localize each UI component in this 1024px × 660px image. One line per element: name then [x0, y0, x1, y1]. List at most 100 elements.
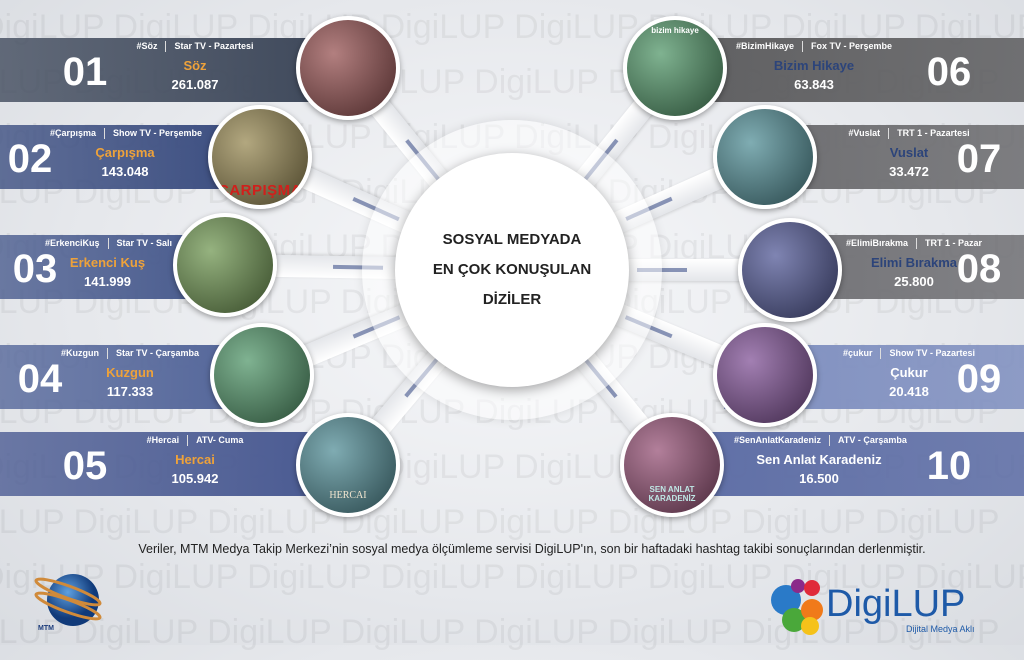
- rank-number: 04: [17, 357, 63, 401]
- mention-count: 141.999: [84, 274, 131, 289]
- mention-count: 20.418: [889, 384, 929, 399]
- show-title: Erkenci Kuş: [69, 255, 146, 270]
- rank-number: 02: [7, 137, 53, 181]
- show-meta: #Çarpışma Show TV - Perşembe: [50, 127, 203, 140]
- channel-day: ATV- Cuma: [196, 435, 244, 445]
- rank-number: 08: [956, 247, 1002, 291]
- mtm-logo: MTM: [34, 574, 102, 632]
- show-poster[interactable]: [296, 16, 400, 120]
- show-meta: #Hercai ATV- Cuma: [110, 434, 280, 447]
- mention-count: 33.472: [889, 164, 929, 179]
- show-meta: #ElimiBırakma TRT 1 - Pazar: [814, 237, 1014, 250]
- show-poster[interactable]: bizim hikaye: [623, 16, 727, 120]
- show-title: Kuzgun: [106, 365, 154, 380]
- digilup-tagline: Dijital Medya Aklı: [906, 624, 975, 634]
- show-poster[interactable]: ÇARPIŞMA: [208, 105, 312, 209]
- separator: [165, 41, 167, 53]
- show-title: Hercai: [175, 452, 215, 467]
- show-title: Çukur: [890, 365, 928, 380]
- show-title: Vuslat: [889, 145, 929, 160]
- hashtag: #Vuslat: [848, 128, 881, 138]
- show-poster[interactable]: [210, 323, 314, 427]
- channel-day: ATV - Çarşamba: [838, 435, 907, 445]
- channel-day: Star TV - Pazartesi: [174, 41, 254, 51]
- show-title: Çarpışma: [95, 145, 155, 160]
- mtm-logo-text: MTM: [38, 625, 54, 632]
- poster-title-text: HERCAI: [329, 490, 367, 501]
- separator: [107, 238, 109, 250]
- show-title: Söz: [183, 58, 207, 73]
- hashtag: #SenAnlatKaradeniz: [734, 435, 822, 445]
- show-poster[interactable]: HERCAI: [296, 413, 400, 517]
- separator: [187, 435, 189, 447]
- show-meta: #ErkenciKuş Star TV - Salı: [45, 237, 173, 250]
- mention-count: 16.500: [799, 471, 839, 486]
- mention-count: 143.048: [101, 164, 149, 179]
- mention-count: 117.333: [106, 384, 154, 399]
- hashtag: #Söz: [136, 41, 158, 51]
- hashtag: #ElimiBırakma: [845, 238, 909, 248]
- channel-day: TRT 1 - Pazar: [925, 238, 983, 248]
- rank-number: 03: [12, 247, 58, 291]
- channel-day: Show TV - Perşembe: [113, 128, 203, 138]
- show-poster[interactable]: [738, 218, 842, 322]
- show-poster[interactable]: [173, 213, 277, 317]
- hashtag: #çukur: [842, 348, 873, 358]
- show-poster[interactable]: [713, 323, 817, 427]
- digilup-logo-text: DigiLUP: [826, 583, 965, 625]
- show-meta: #Vuslat TRT 1 - Pazartesi: [809, 127, 1009, 140]
- separator: [888, 128, 890, 140]
- show-title: Sen Anlat Karadeniz: [756, 452, 882, 467]
- show-title: Bizim Hikaye: [773, 58, 855, 73]
- channel-day: Fox TV - Perşembe: [811, 41, 893, 51]
- hashtag: #Hercai: [146, 435, 180, 445]
- hashtag: #ErkenciKuş: [45, 238, 100, 248]
- separator: [802, 41, 803, 53]
- rank-number: 05: [62, 444, 108, 488]
- poster-title-text: bizim hikaye: [651, 26, 699, 35]
- footnote: Veriler, MTM Medya Takip Merkezi’nin sos…: [138, 542, 926, 556]
- poster-title-text: ÇARPIŞMA: [217, 182, 302, 199]
- channel-day: Star TV - Çarşamba: [115, 348, 200, 358]
- hashtag: #Çarpışma: [50, 128, 97, 138]
- show-meta: #SenAnlatKaradeniz ATV - Çarşamba: [734, 434, 907, 447]
- show-poster[interactable]: SEN ANLAT KARADENİZ: [620, 413, 724, 517]
- rank-number: 10: [926, 444, 972, 488]
- separator: [829, 435, 831, 447]
- rank-number: 01: [62, 50, 108, 94]
- channel-day: Star TV - Salı: [116, 238, 173, 248]
- separator: [880, 348, 882, 360]
- rank-number: 07: [956, 137, 1002, 181]
- hashtag: #Kuzgun: [60, 348, 99, 358]
- show-title: Elimi Bırakma: [871, 255, 957, 270]
- separator: [916, 238, 918, 250]
- spoke-accent: [637, 268, 688, 272]
- digilup-logo: DigiLUP Dijital Medya Aklı: [771, 579, 975, 635]
- center-title-line: DİZİLER: [482, 291, 542, 308]
- mention-count: 25.800: [894, 274, 934, 289]
- separator: [104, 128, 106, 140]
- channel-day: TRT 1 - Pazartesi: [897, 128, 970, 138]
- rank-number: 06: [926, 50, 972, 94]
- show-meta: #Kuzgun Star TV - Çarşamba: [30, 347, 230, 360]
- center-title-line: EN ÇOK KONUŞULAN: [432, 261, 592, 278]
- mention-count: 105.942: [171, 471, 219, 486]
- poster-title-text: SEN ANLAT KARADENİZ: [648, 485, 696, 503]
- show-meta: #Söz Star TV - Pazartesi: [110, 40, 280, 53]
- show-poster[interactable]: [713, 105, 817, 209]
